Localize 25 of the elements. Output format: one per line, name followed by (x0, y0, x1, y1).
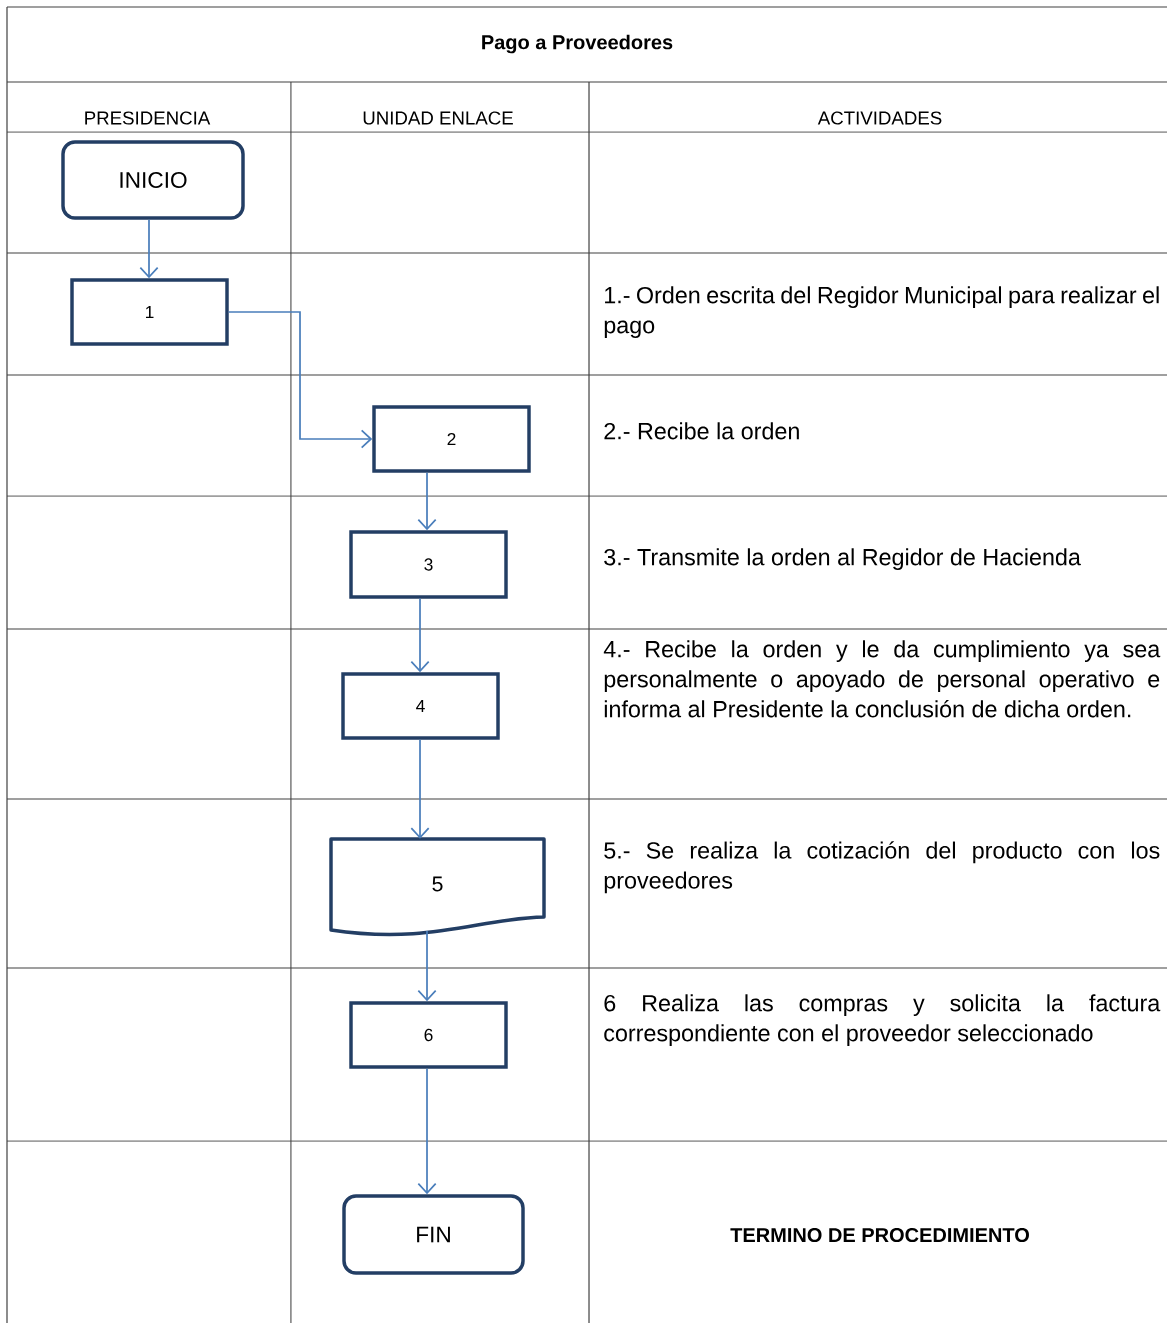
arrow (417, 930, 437, 1002)
process-box: 4 (341, 672, 500, 740)
title: Pago a Proveedores (482, 34, 673, 54)
terminal-box: FIN (342, 1194, 525, 1275)
activity-text: 1.- Orden escrita del Regidor Municipal para realizar el pago (604, 286, 1159, 339)
process-box: 2 (372, 405, 531, 473)
activity-text: 3.- Transmite la orden al Regidor de Hacienda (604, 548, 1081, 571)
column-header: ACTIVIDADES (817, 111, 942, 125)
column-header: PRESIDENCIA (85, 111, 211, 125)
process-box: 1 (70, 278, 229, 346)
arrow (410, 738, 430, 839)
activity-text: 6 Realiza las compras y solicita la factura correspondiente con el proveedor seleccionado (604, 994, 1161, 1047)
arrow (417, 471, 437, 531)
process-box: 3 (349, 530, 508, 599)
process-box: 6 (349, 1001, 508, 1069)
arrow (417, 1067, 437, 1195)
activity-text: 2.- Recibe la orden (604, 422, 799, 440)
activity-text: 5.- Se realiza la cotización del producto con los proveedores (604, 841, 1160, 894)
column-header: UNIDAD ENLACE (363, 111, 513, 125)
terminal-box: INICIO (61, 140, 245, 220)
arrow (227, 311, 373, 449)
arrow (410, 597, 430, 673)
activity-text: 4.- Recibe la orden y le da cumplimiento ya sea personalmente o apoyado de personal operativo e informa al Presidente la conclusión de dicha orden. (603, 640, 1161, 718)
closing-text: TERMINO DE PROCEDIMIENTO (730, 1227, 1029, 1243)
arrow (139, 218, 159, 279)
